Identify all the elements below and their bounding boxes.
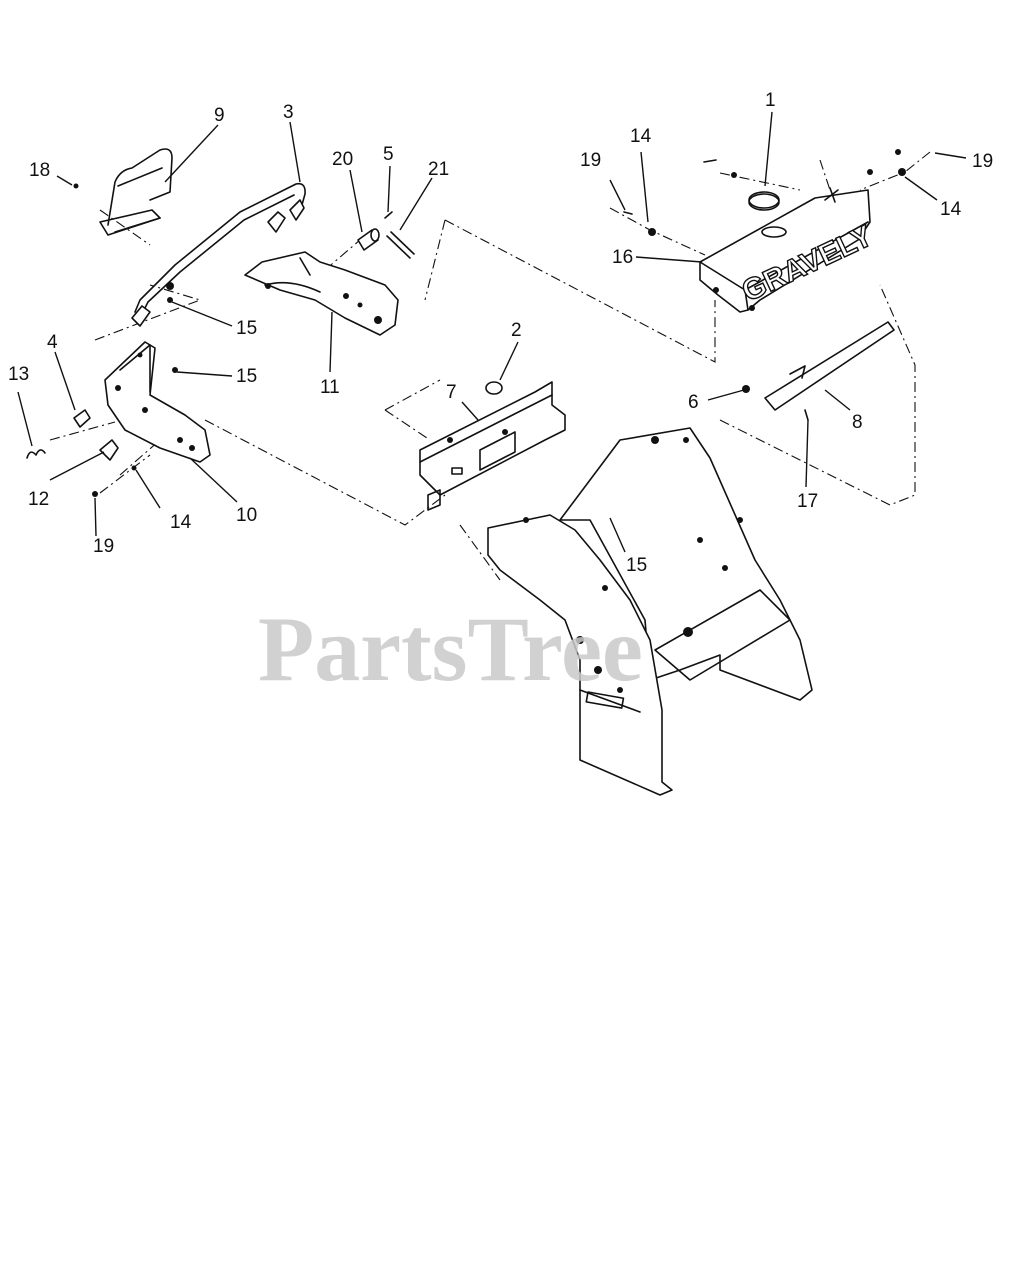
part-10-mounting-bracket	[104, 341, 211, 463]
part-1-ring	[748, 191, 780, 211]
part-11-linkage-bracket	[244, 251, 399, 336]
callout-17: 17	[797, 491, 818, 512]
callout-2: 2	[511, 320, 522, 341]
watermark: PartsTree	[258, 598, 643, 700]
part-4-clip	[73, 409, 91, 428]
part-17-bolt	[804, 409, 809, 421]
callout-5: 5	[383, 144, 394, 165]
callout-7: 7	[446, 382, 457, 403]
callout-19-left: 19	[93, 536, 114, 557]
callout-6: 6	[688, 392, 699, 413]
main-frame	[487, 427, 813, 796]
part-21-rod	[386, 231, 415, 259]
part-8-brace	[764, 321, 895, 411]
callout-14-top: 14	[630, 126, 652, 147]
part-20-bushing	[357, 228, 380, 251]
callout-11: 11	[320, 377, 340, 398]
callout-15-middle: 15	[236, 366, 257, 387]
callout-20: 20	[332, 149, 353, 170]
callout-labels: 1 2 3 4 5 6 7 8 9 10 11 12 13 14 14 14 1…	[8, 90, 993, 576]
callout-14-right: 14	[940, 199, 962, 220]
part-3-control-rod	[131, 182, 306, 327]
callout-3: 3	[283, 102, 294, 123]
part-5-pin	[384, 211, 393, 219]
part-12-clamp	[99, 439, 119, 461]
assembly-guide-lines	[49, 151, 931, 581]
callout-1: 1	[765, 90, 776, 111]
callout-18: 18	[29, 160, 50, 181]
callout-21: 21	[428, 159, 449, 180]
callout-19-right: 19	[972, 151, 993, 172]
callout-16: 16	[612, 247, 633, 268]
part-2-grommet	[485, 381, 503, 395]
leader-lines	[17, 111, 967, 553]
callout-9: 9	[214, 105, 225, 126]
callout-13: 13	[8, 364, 29, 385]
hardware-left	[73, 183, 178, 497]
callout-14-left: 14	[170, 512, 192, 533]
callout-10: 10	[236, 505, 257, 526]
callout-12: 12	[28, 489, 49, 510]
callout-4: 4	[47, 332, 58, 353]
callout-8: 8	[852, 412, 863, 433]
part-7-rail-bracket	[419, 381, 566, 511]
part-16-dash-panel: GRAVELY	[699, 187, 879, 313]
callout-15-upper: 15	[236, 318, 257, 339]
callout-15-frame: 15	[626, 555, 647, 576]
callout-19-top: 19	[580, 150, 601, 171]
part-9-handle-bracket	[99, 148, 173, 236]
part-13-spring	[26, 449, 46, 459]
